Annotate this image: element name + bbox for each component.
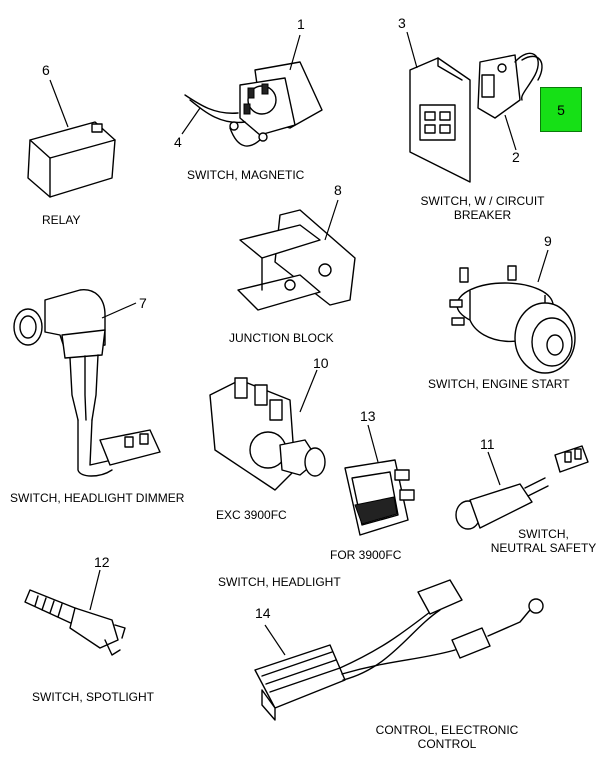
electronic-control-drawing [254, 579, 544, 721]
callout-number-9: 9 [544, 233, 552, 249]
caption-switch-neutral-safety: SWITCH, NEUTRAL SAFETY [486, 527, 601, 555]
neutral-safety-switch-drawing [455, 445, 589, 530]
callout-number-10: 10 [313, 355, 329, 371]
caption-exc-3900fc: EXC 3900FC [216, 508, 287, 522]
engine-start-switch-drawing [449, 249, 576, 374]
headlight-dimmer-drawing [13, 289, 161, 477]
caption-switch-headlight: SWITCH, HEADLIGHT [218, 575, 341, 589]
caption-switch-circuit-breaker-line2: BREAKER [453, 208, 512, 222]
callout-number-13: 13 [360, 408, 376, 424]
callout-number-12: 12 [94, 554, 110, 570]
caption-control-electronic-line2: CONTROL [417, 737, 477, 751]
caption-switch-headlight-dimmer: SWITCH, HEADLIGHT DIMMER [10, 491, 185, 505]
magnetic-switch-drawing [181, 34, 323, 147]
callout-number-11: 11 [480, 436, 495, 452]
caption-switch-magnetic: SWITCH, MAGNETIC [187, 168, 305, 182]
caption-switch-neutral-safety-line1: SWITCH, [518, 527, 569, 541]
caption-for-3900fc: FOR 3900FC [330, 548, 402, 562]
callout-number-5-highlight[interactable]: 5 [540, 87, 582, 132]
rocker-switch-for-drawing [344, 424, 415, 536]
caption-relay: RELAY [42, 213, 81, 227]
caption-control-electronic-line1: CONTROL, ELECTRONIC [375, 723, 519, 737]
caption-switch-engine-start: SWITCH, ENGINE START [428, 377, 570, 391]
caption-switch-neutral-safety-line2: NEUTRAL SAFETY [490, 541, 597, 555]
circuit-breaker-switch-drawing [406, 31, 543, 183]
callout-number-2: 2 [512, 149, 520, 165]
callout-number-7: 7 [139, 295, 147, 311]
callout-number-8: 8 [334, 182, 342, 198]
callout-number-4: 4 [174, 134, 182, 150]
relay-drawing [27, 79, 116, 198]
spotlight-switch-drawing [24, 569, 126, 656]
callout-number-6: 6 [42, 62, 50, 78]
caption-control-electronic: CONTROL, ELECTRONIC CONTROL [368, 723, 526, 751]
callout-number-1: 1 [297, 16, 305, 32]
caption-switch-circuit-breaker-line1: SWITCH, W / CIRCUIT [420, 194, 545, 208]
callout-number-3: 3 [398, 15, 406, 31]
headlight-switch-exc-drawing [209, 369, 326, 491]
caption-junction-block: JUNCTION BLOCK [229, 331, 334, 345]
junction-block-drawing [237, 199, 356, 311]
caption-switch-circuit-breaker: SWITCH, W / CIRCUIT BREAKER [415, 194, 550, 222]
callout-number-14: 14 [255, 605, 271, 621]
callout-number-5: 5 [557, 102, 565, 118]
caption-switch-spotlight: SWITCH, SPOTLIGHT [32, 690, 155, 704]
